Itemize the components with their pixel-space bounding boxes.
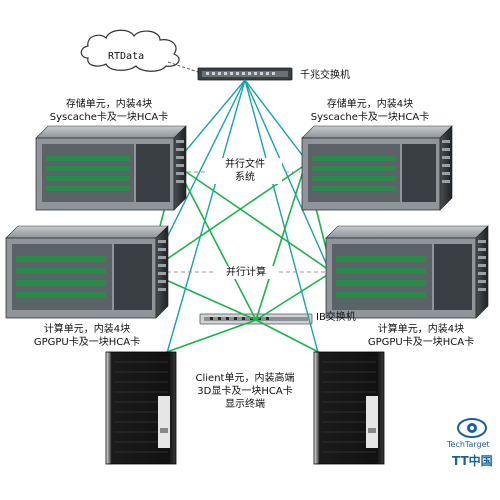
client-tower-right-icon: [313, 351, 385, 465]
storage-left-line2: Syscache卡及一块HCA卡: [49, 112, 169, 123]
gigabit-switch-label: 千兆交换机: [300, 70, 350, 81]
storage-left-label: 存储单元，内装4块 Syscache卡及一块HCA卡: [44, 98, 174, 124]
client-line2: 3D显卡及一块HCA卡: [197, 386, 293, 397]
techtarget-logo-icon: [457, 418, 487, 438]
client-line1: Client单元，内装高端: [195, 373, 295, 384]
cloud-link: [167, 61, 199, 73]
gigabit-switch-icon: [197, 67, 293, 81]
storage-right-label: 存储单元，内装4块 Syscache卡及一块HCA卡: [300, 98, 440, 124]
parallel-fs-line1: 并行文件: [225, 159, 265, 170]
compute-right-label: 计算单元，内装4块 GPGPU卡及一块HCA卡: [356, 323, 486, 349]
cloud-label: RTData: [108, 51, 145, 62]
compute-right-line2: GPGPU卡及一块HCA卡: [367, 337, 475, 348]
compute-server-left-icon: [5, 225, 169, 319]
compute-left-line2: GPGPU卡及一块HCA卡: [33, 337, 141, 348]
storage-server-right-icon: [301, 125, 453, 211]
ib-switch-label: IB交换机: [316, 312, 356, 323]
cloud-icon: [80, 29, 180, 72]
compute-right-line1: 计算单元，内装4块: [377, 324, 465, 335]
parallel-fs-line2: 系统: [235, 172, 255, 183]
parallel-fs-label: 并行文件 系统: [208, 158, 282, 184]
client-tower-left-icon: [105, 351, 177, 465]
compute-server-right-icon: [325, 225, 489, 319]
watermark-brand: TechTarget: [447, 440, 490, 449]
storage-right-line1: 存储单元，内装4块: [326, 99, 414, 110]
storage-right-line2: Syscache卡及一块HCA卡: [310, 112, 430, 123]
watermark-cn: TT中国: [452, 454, 493, 468]
client-label: Client单元，内装高端 3D显卡及一块HCA卡 显示终端: [180, 372, 310, 411]
parallel-compute-label: 并行计算: [216, 266, 276, 279]
compute-left-line1: 计算单元，内装4块: [43, 324, 131, 335]
compute-left-label: 计算单元，内装4块 GPGPU卡及一块HCA卡: [22, 323, 152, 349]
storage-left-line1: 存储单元，内装4块: [65, 99, 153, 110]
client-line3: 显示终端: [225, 399, 265, 410]
storage-server-left-icon: [35, 125, 187, 211]
